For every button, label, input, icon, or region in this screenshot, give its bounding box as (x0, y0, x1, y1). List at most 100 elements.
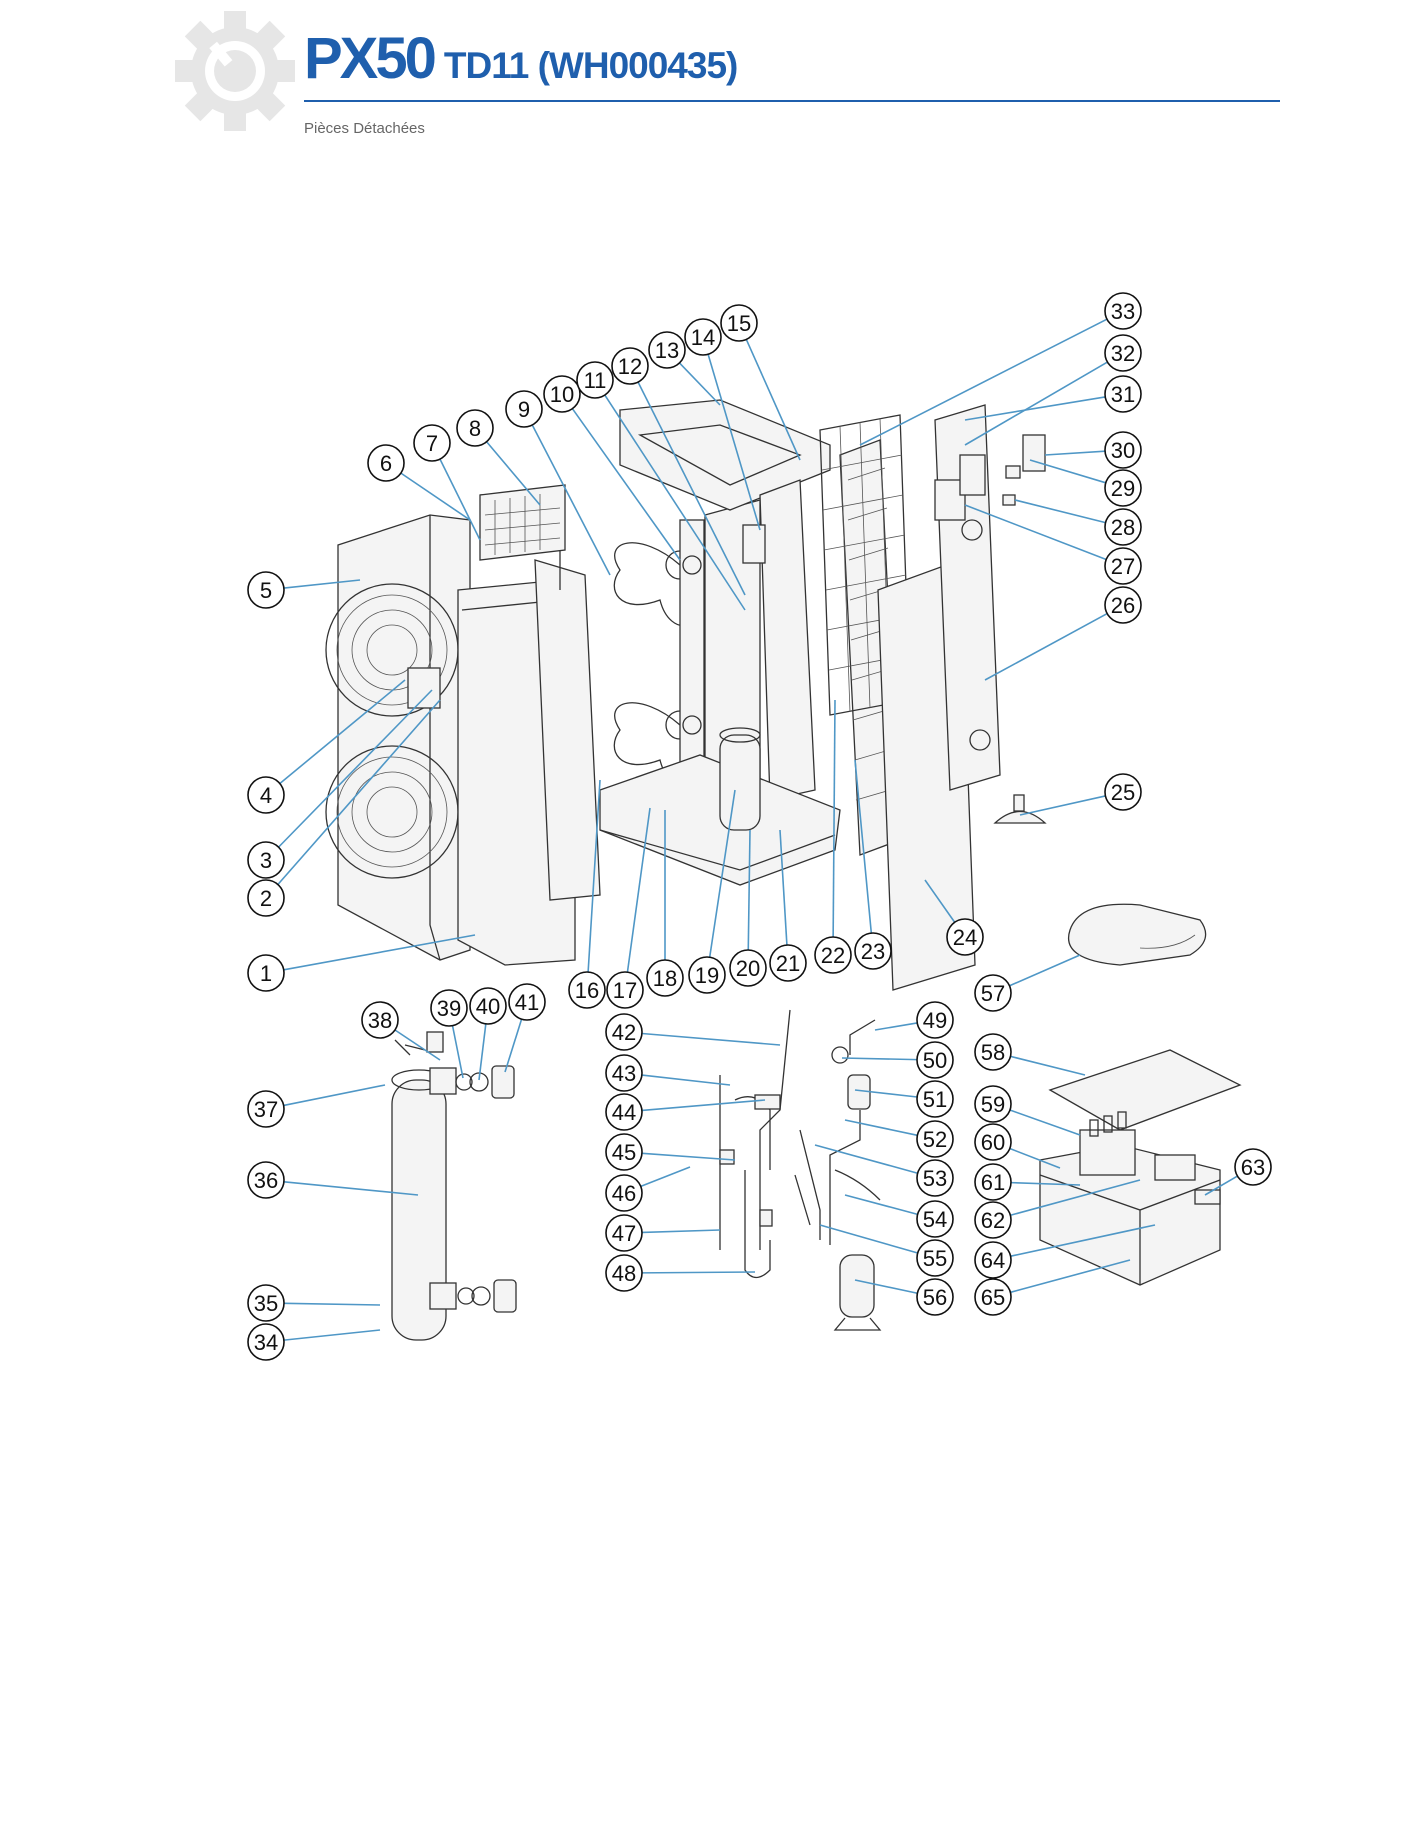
callout-circle (1104, 508, 1142, 546)
callout-circle (247, 1284, 285, 1322)
callout-37: 37 (247, 1090, 285, 1128)
callout-number: 52 (923, 1127, 947, 1152)
callout-circle (916, 1120, 954, 1158)
callout-circle (974, 1278, 1012, 1316)
callout-circle (605, 1013, 643, 1051)
callout-number: 1 (260, 961, 272, 986)
callout-number: 54 (923, 1207, 947, 1232)
leader-line-45 (641, 1152, 736, 1161)
callout-circle (1104, 469, 1142, 507)
leader-line-29 (1029, 459, 1106, 484)
side-panel-part (877, 404, 1046, 991)
callout-circle (729, 949, 767, 987)
callout-number: 61 (981, 1170, 1005, 1195)
callout-61: 61 (974, 1163, 1012, 1201)
callout-circle (974, 1085, 1012, 1123)
callout-number: 42 (612, 1020, 636, 1045)
callout-circle (974, 974, 1012, 1012)
leader-line-43 (641, 1074, 731, 1086)
callout-number: 6 (380, 451, 392, 476)
callout-number: 3 (260, 848, 272, 873)
callout-15: 15 (720, 304, 758, 342)
callout-number: 63 (1241, 1155, 1265, 1180)
callout-number: 44 (612, 1100, 636, 1125)
callout-59: 59 (974, 1085, 1012, 1123)
callout-number: 25 (1111, 780, 1135, 805)
callout-circle (247, 879, 285, 917)
base-tray-part (599, 524, 841, 886)
callout-circle (814, 936, 852, 974)
callout-number: 24 (953, 925, 977, 950)
callout-number: 22 (821, 943, 845, 968)
leader-line-8 (485, 441, 541, 506)
callout-number: 9 (518, 397, 530, 422)
callout-circle (605, 1214, 643, 1252)
callout-46: 46 (605, 1174, 643, 1212)
callout-circle (469, 987, 507, 1025)
leader-line-44 (641, 1099, 766, 1112)
model-code: TD11 (WH000435) (443, 45, 738, 86)
callout-circle (946, 918, 984, 956)
callout-number: 60 (981, 1130, 1005, 1155)
callout-circle (684, 318, 722, 356)
leader-line-30 (1044, 450, 1106, 456)
callout-circle (568, 971, 606, 1009)
callout-11: 11 (576, 361, 614, 399)
callout-number: 8 (469, 416, 481, 441)
callout-36: 36 (247, 1161, 285, 1199)
callout-circle (456, 409, 494, 447)
leader-line-48 (641, 1271, 756, 1274)
rear-grille-part (479, 484, 566, 561)
callout-number: 23 (861, 939, 885, 964)
callout-12: 12 (611, 347, 649, 385)
callout-circle (605, 1093, 643, 1131)
leader-line-21 (779, 829, 788, 946)
leader-line-28 (1014, 499, 1106, 524)
callout-number: 4 (260, 783, 272, 808)
callout-circle (543, 375, 581, 413)
callout-23: 23 (854, 932, 892, 970)
callout-circle (974, 1201, 1012, 1239)
callout-number: 7 (426, 431, 438, 456)
callout-18: 18 (646, 959, 684, 997)
callout-circle (611, 347, 649, 385)
leader-line-36 (283, 1180, 419, 1196)
callout-number: 20 (736, 956, 760, 981)
callout-circle (247, 1323, 285, 1361)
leader-line-27 (964, 504, 1107, 561)
leader-line-42 (641, 1032, 781, 1046)
callout-29: 29 (1104, 469, 1142, 507)
callout-6: 6 (367, 444, 405, 482)
cover-blanket-part (1068, 903, 1207, 966)
top-cover-part (619, 399, 831, 511)
callout-22: 22 (814, 936, 852, 974)
callout-circle (974, 1163, 1012, 1201)
callout-number: 55 (923, 1246, 947, 1271)
callout-number: 35 (254, 1291, 278, 1316)
piping-part (719, 1009, 882, 1331)
callout-circle (1104, 547, 1142, 585)
frame-panel-part (457, 489, 601, 966)
callout-circle (916, 1080, 954, 1118)
callout-circle (688, 956, 726, 994)
callout-circle (361, 1001, 399, 1039)
leader-line-22 (832, 699, 836, 938)
callout-circle (1104, 292, 1142, 330)
header-divider (304, 100, 1280, 102)
leader-lines (277, 318, 1238, 1341)
callout-65: 65 (974, 1278, 1012, 1316)
leader-line-3 (278, 689, 433, 848)
leader-line-49 (874, 1022, 918, 1031)
callout-number: 31 (1111, 382, 1135, 407)
callout-21: 21 (769, 944, 807, 982)
leader-line-62 (1010, 1179, 1141, 1217)
callout-number: 17 (613, 978, 637, 1003)
foot-part (993, 794, 1047, 824)
leader-line-50 (841, 1057, 918, 1061)
callout-number: 59 (981, 1092, 1005, 1117)
callout-circle (247, 954, 285, 992)
callout-circle (367, 444, 405, 482)
leader-line-47 (641, 1229, 721, 1234)
leader-line-46 (640, 1166, 691, 1188)
